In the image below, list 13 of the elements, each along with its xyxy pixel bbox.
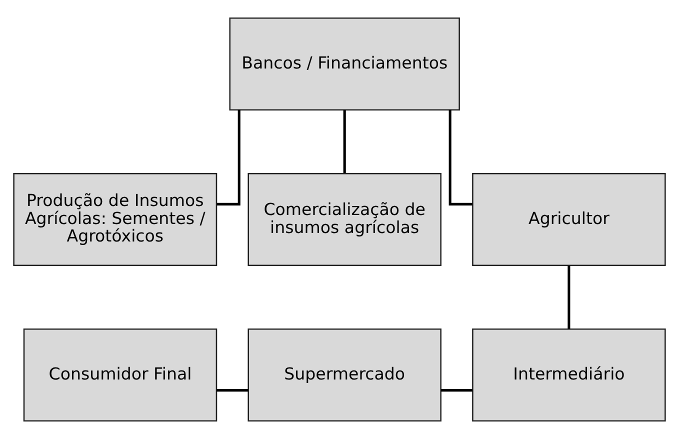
connector	[568, 265, 570, 328]
node-box: Agricultor	[472, 172, 666, 266]
node-box: Supermercado	[248, 328, 442, 422]
connector	[440, 388, 472, 392]
connector	[343, 110, 346, 173]
node-box: Intermediário	[472, 328, 666, 422]
node-box: Bancos / Financiamentos	[229, 16, 460, 110]
node-box: Comercialização de insumos agrícolas	[248, 172, 442, 266]
connector	[216, 388, 248, 392]
node-box: Consumidor Final	[23, 328, 218, 422]
connector	[216, 109, 240, 205]
connector	[448, 109, 472, 205]
node-box: Produção de Insumos Agrícolas: Sementes / Agrotóxicos	[13, 172, 218, 266]
